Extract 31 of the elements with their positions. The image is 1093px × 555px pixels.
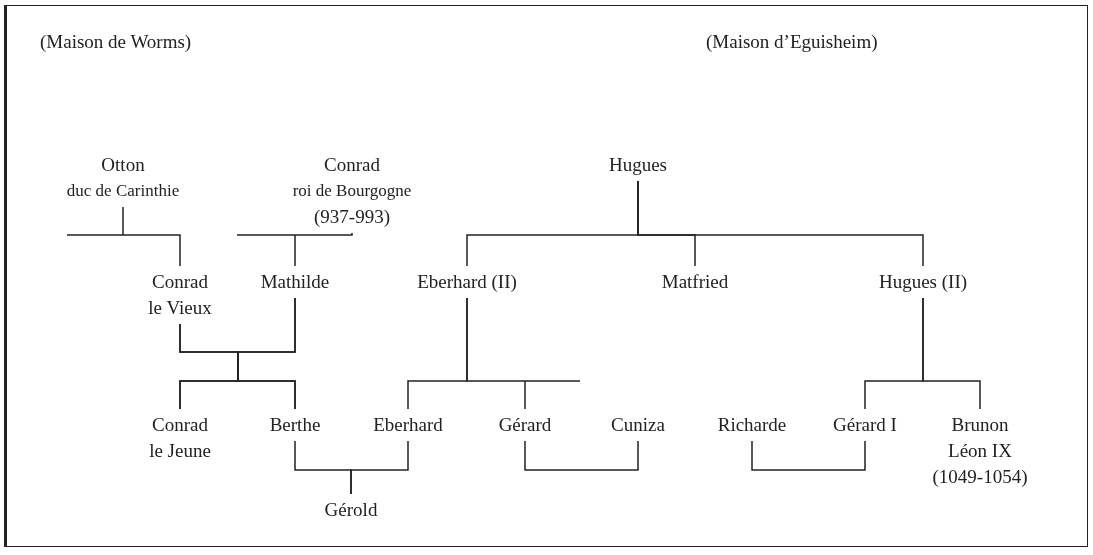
family-line bbox=[350, 440, 409, 495]
house-heading: (Maison d’Eguisheim) bbox=[706, 30, 878, 54]
family-line bbox=[751, 440, 866, 471]
family-line bbox=[66, 206, 181, 267]
family-line bbox=[466, 297, 581, 410]
family-line bbox=[637, 180, 924, 267]
person-name: Cuniza bbox=[611, 413, 665, 437]
person-name: Eberhard (II) bbox=[417, 270, 517, 294]
person-name: Gérard I bbox=[833, 413, 897, 437]
person-name: Conrad le Vieux bbox=[147, 270, 213, 320]
family-line bbox=[922, 297, 981, 410]
person-name: Richarde bbox=[717, 413, 787, 437]
person-name: Eberhard bbox=[373, 413, 443, 437]
person-title: roi de Bourgogne bbox=[292, 180, 412, 202]
house-heading: (Maison de Worms) bbox=[40, 30, 192, 54]
person-name: Conrad bbox=[323, 153, 381, 177]
person-name: Otton bbox=[100, 153, 146, 177]
person-name: Gérard bbox=[498, 413, 552, 437]
family-line bbox=[236, 232, 353, 267]
person-name: Matfried bbox=[661, 270, 729, 294]
family-line bbox=[524, 440, 639, 471]
person-name: Hugues (II) bbox=[878, 270, 968, 294]
person-title: duc de Carinthie bbox=[66, 180, 180, 202]
person-name: Mathilde bbox=[260, 270, 330, 294]
person-title: (937-993) bbox=[313, 205, 391, 229]
person-name: Gérold bbox=[324, 498, 378, 522]
person-name: Hugues bbox=[608, 153, 668, 177]
person-name: Brunon Léon IX (1049-1054) bbox=[931, 413, 1029, 489]
person-name: Berthe bbox=[269, 413, 321, 437]
family-line bbox=[237, 297, 296, 410]
person-name: Conrad le Jeune bbox=[148, 413, 212, 463]
